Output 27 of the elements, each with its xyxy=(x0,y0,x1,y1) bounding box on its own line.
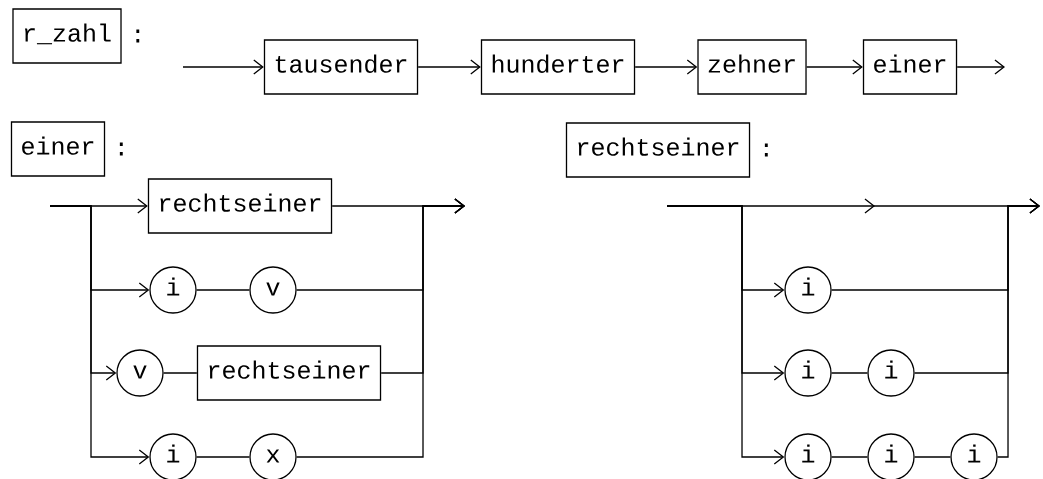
connector xyxy=(417,59,481,75)
connector xyxy=(956,59,1005,75)
connector xyxy=(831,456,868,458)
rule-name-box: einer xyxy=(10,121,106,177)
connector xyxy=(806,59,863,75)
definition-colon: : xyxy=(119,142,123,156)
nonterminal-box: zehner xyxy=(697,39,807,95)
nonterminal-box: einer xyxy=(862,39,958,95)
connector xyxy=(49,205,150,465)
connector xyxy=(914,456,951,458)
definition-colon: : xyxy=(136,29,140,43)
connector xyxy=(182,59,264,75)
nonterminal-box: hunderter xyxy=(480,39,636,95)
rule-name-box: rechtseiner xyxy=(565,122,751,178)
connector xyxy=(296,198,465,458)
connector xyxy=(666,205,785,465)
connector xyxy=(163,372,198,374)
connector xyxy=(196,456,250,458)
connector xyxy=(634,59,698,75)
nonterminal-box: tausender xyxy=(263,39,419,95)
definition-colon: : xyxy=(764,143,768,157)
connector xyxy=(196,289,250,291)
connector xyxy=(997,198,1040,458)
nonterminal-box: rechtseiner xyxy=(196,345,382,401)
connector xyxy=(831,372,868,374)
nonterminal-box: rechtseiner xyxy=(147,178,333,234)
rule-name-box: r_zahl xyxy=(12,8,122,64)
